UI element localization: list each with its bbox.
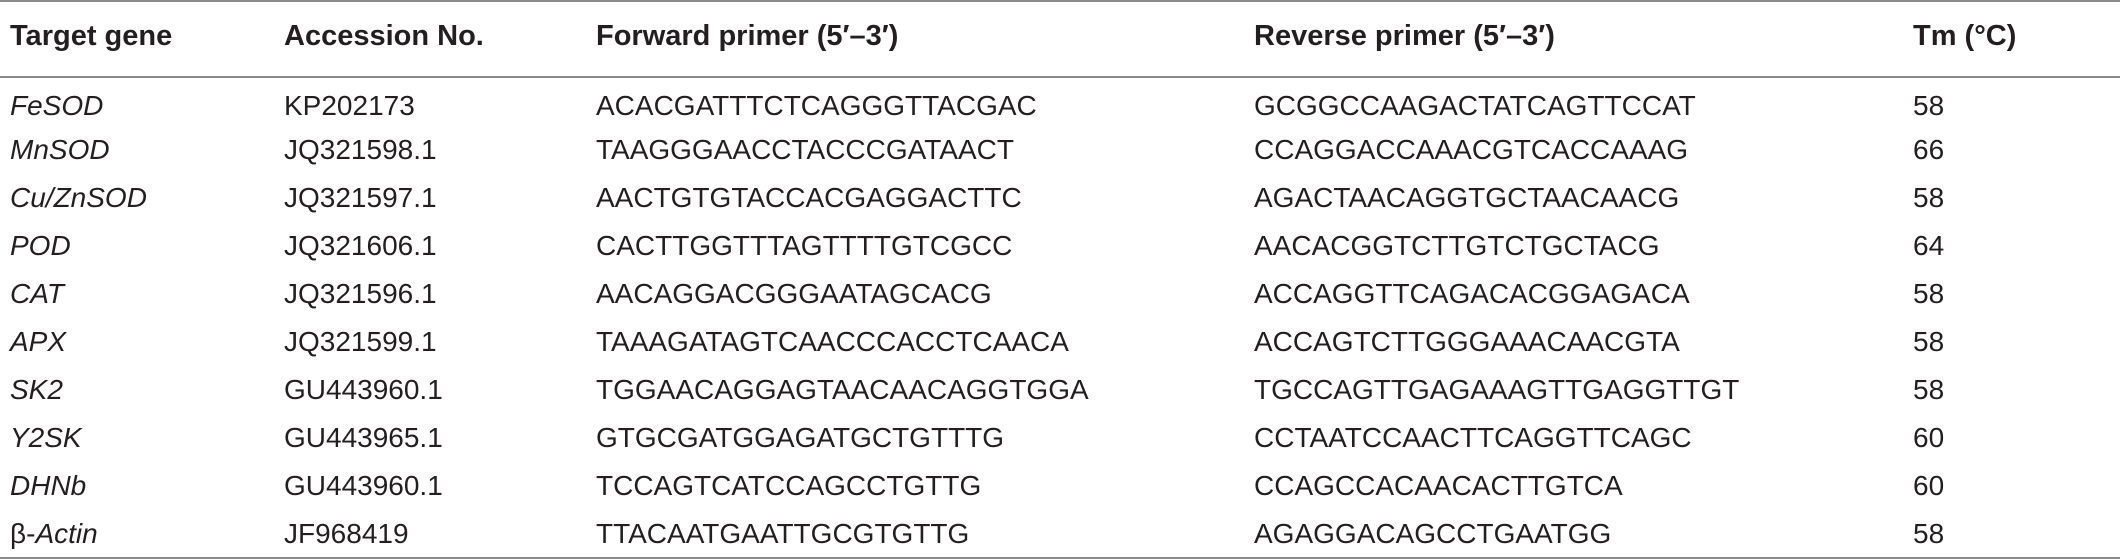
header-accession: Accession No. <box>284 19 484 52</box>
cell-accession: JF968419 <box>284 518 409 549</box>
cell-forward-primer: TTACAATGAATTGCGTGTTG <box>596 518 970 549</box>
gene-prefix: β- <box>10 518 36 549</box>
cell-reverse-primer: CCAGGACCAAACGTCACCAAAG <box>1254 134 1689 165</box>
cell-tm: 58 <box>1913 374 1945 405</box>
table-row: DHNb GU443960.1 TCCAGTCATCCAGCCTGTTG CCA… <box>0 461 2120 509</box>
cell-reverse-primer: GCGGCCAAGACTATCAGTTCCAT <box>1254 89 1696 121</box>
table-body: FeSOD KP202173 ACACGATTTCTCAGGGTTACGAC G… <box>0 77 2120 558</box>
cell-forward-primer: GTGCGATGGAGATGCTGTTTG <box>596 422 1005 453</box>
cell-reverse-primer: CCAGCCACAACACTTGTCA <box>1254 470 1623 501</box>
cell-forward-primer: AACAGGACGGGAATAGCACG <box>596 278 992 309</box>
cell-target-gene: Y2SK <box>0 413 284 461</box>
cell-reverse-primer: CCTAATCCAACTTCAGGTTCAGC <box>1254 422 1692 453</box>
cell-tm: 58 <box>1913 518 1945 549</box>
cell-target-gene: β-Actin <box>0 509 284 558</box>
cell-accession: KP202173 <box>284 89 415 121</box>
cell-accession: JQ321597.1 <box>284 182 437 213</box>
cell-accession: JQ321596.1 <box>284 278 437 309</box>
cell-accession: GU443960.1 <box>284 374 443 405</box>
gene-name: Y2SK <box>10 422 82 453</box>
cell-target-gene: DHNb <box>0 461 284 509</box>
table-row: MnSOD JQ321598.1 TAAGGGAACCTACCCGATAACT … <box>0 125 2120 173</box>
cell-target-gene: POD <box>0 221 284 269</box>
cell-accession: GU443965.1 <box>284 422 443 453</box>
cell-accession: JQ321606.1 <box>284 230 437 261</box>
gene-name: DHNb <box>10 470 87 501</box>
gene-name: SK2 <box>10 374 63 405</box>
table-header: Target gene Accession No. Forward primer… <box>0 1 2120 77</box>
cell-tm: 58 <box>1913 278 1945 309</box>
cell-tm: 66 <box>1913 134 1945 165</box>
cell-reverse-primer: AGAGGACAGCCTGAATGG <box>1254 518 1612 549</box>
cell-accession: JQ321599.1 <box>284 326 437 357</box>
cell-forward-primer: TAAAGATAGTCAACCCACCTCAACA <box>596 326 1069 357</box>
cell-reverse-primer: TGCCAGTTGAGAAAGTTGAGGTTGT <box>1254 374 1740 405</box>
cell-tm: 58 <box>1913 182 1945 213</box>
cell-forward-primer: AACTGTGTACCACGAGGACTTC <box>596 182 1022 213</box>
gene-name: POD <box>10 230 71 261</box>
cell-target-gene: CAT <box>0 269 284 317</box>
cell-tm: 60 <box>1913 422 1945 453</box>
cell-reverse-primer: AGACTAACAGGTGCTAACAACG <box>1254 182 1680 213</box>
table-row: Y2SK GU443965.1 GTGCGATGGAGATGCTGTTTG CC… <box>0 413 2120 461</box>
cell-target-gene: MnSOD <box>0 125 284 173</box>
header-tm: Tm (°C) <box>1913 19 2017 52</box>
cell-tm: 64 <box>1913 230 1945 261</box>
cell-reverse-primer: AACACGGTCTTGTCTGCTACG <box>1254 230 1660 261</box>
header-reverse-primer: Reverse primer (5′–3′) <box>1254 19 1555 52</box>
gene-name: FeSOD <box>10 89 104 121</box>
gene-name: MnSOD <box>10 134 110 165</box>
cell-accession: GU443960.1 <box>284 470 443 501</box>
table-row: APX JQ321599.1 TAAAGATAGTCAACCCACCTCAACA… <box>0 317 2120 365</box>
cell-forward-primer: TAAGGGAACCTACCCGATAACT <box>596 134 1014 165</box>
gene-name: Actin <box>35 518 98 549</box>
cell-forward-primer: TGGAACAGGAGTAACAACAGGTGGA <box>596 374 1089 405</box>
gene-name: APX <box>10 326 67 357</box>
cell-target-gene: Cu/ZnSOD <box>0 173 284 221</box>
table-row: CAT JQ321596.1 AACAGGACGGGAATAGCACG ACCA… <box>0 269 2120 317</box>
cell-target-gene: FeSOD <box>0 77 284 125</box>
cell-tm: 60 <box>1913 470 1945 501</box>
cell-tm: 58 <box>1913 89 1945 121</box>
gene-name: CAT <box>10 278 64 309</box>
table-row: Cu/ZnSOD JQ321597.1 AACTGTGTACCACGAGGACT… <box>0 173 2120 221</box>
cell-reverse-primer: ACCAGTCTTGGGAAACAACGTA <box>1254 326 1680 357</box>
cell-forward-primer: CACTTGGTTTAGTTTTGTCGCC <box>596 230 1013 261</box>
header-forward-primer: Forward primer (5′–3′) <box>596 19 899 52</box>
cell-tm: 58 <box>1913 326 1945 357</box>
cell-target-gene: SK2 <box>0 365 284 413</box>
header-target-gene: Target gene <box>10 19 173 52</box>
header-row: Target gene Accession No. Forward primer… <box>0 1 2120 77</box>
table-row: β-Actin JF968419 TTACAATGAATTGCGTGTTG AG… <box>0 509 2120 558</box>
cell-forward-primer: TCCAGTCATCCAGCCTGTTG <box>596 470 982 501</box>
cell-target-gene: APX <box>0 317 284 365</box>
table-row: POD JQ321606.1 CACTTGGTTTAGTTTTGTCGCC AA… <box>0 221 2120 269</box>
cell-reverse-primer: ACCAGGTTCAGACACGGAGACA <box>1254 278 1690 309</box>
gene-name: Cu/ZnSOD <box>10 182 147 213</box>
cell-forward-primer: ACACGATTTCTCAGGGTTACGAC <box>596 89 1037 121</box>
cell-accession: JQ321598.1 <box>284 134 437 165</box>
table-row: SK2 GU443960.1 TGGAACAGGAGTAACAACAGGTGGA… <box>0 365 2120 413</box>
table-row: FeSOD KP202173 ACACGATTTCTCAGGGTTACGAC G… <box>0 77 2120 125</box>
